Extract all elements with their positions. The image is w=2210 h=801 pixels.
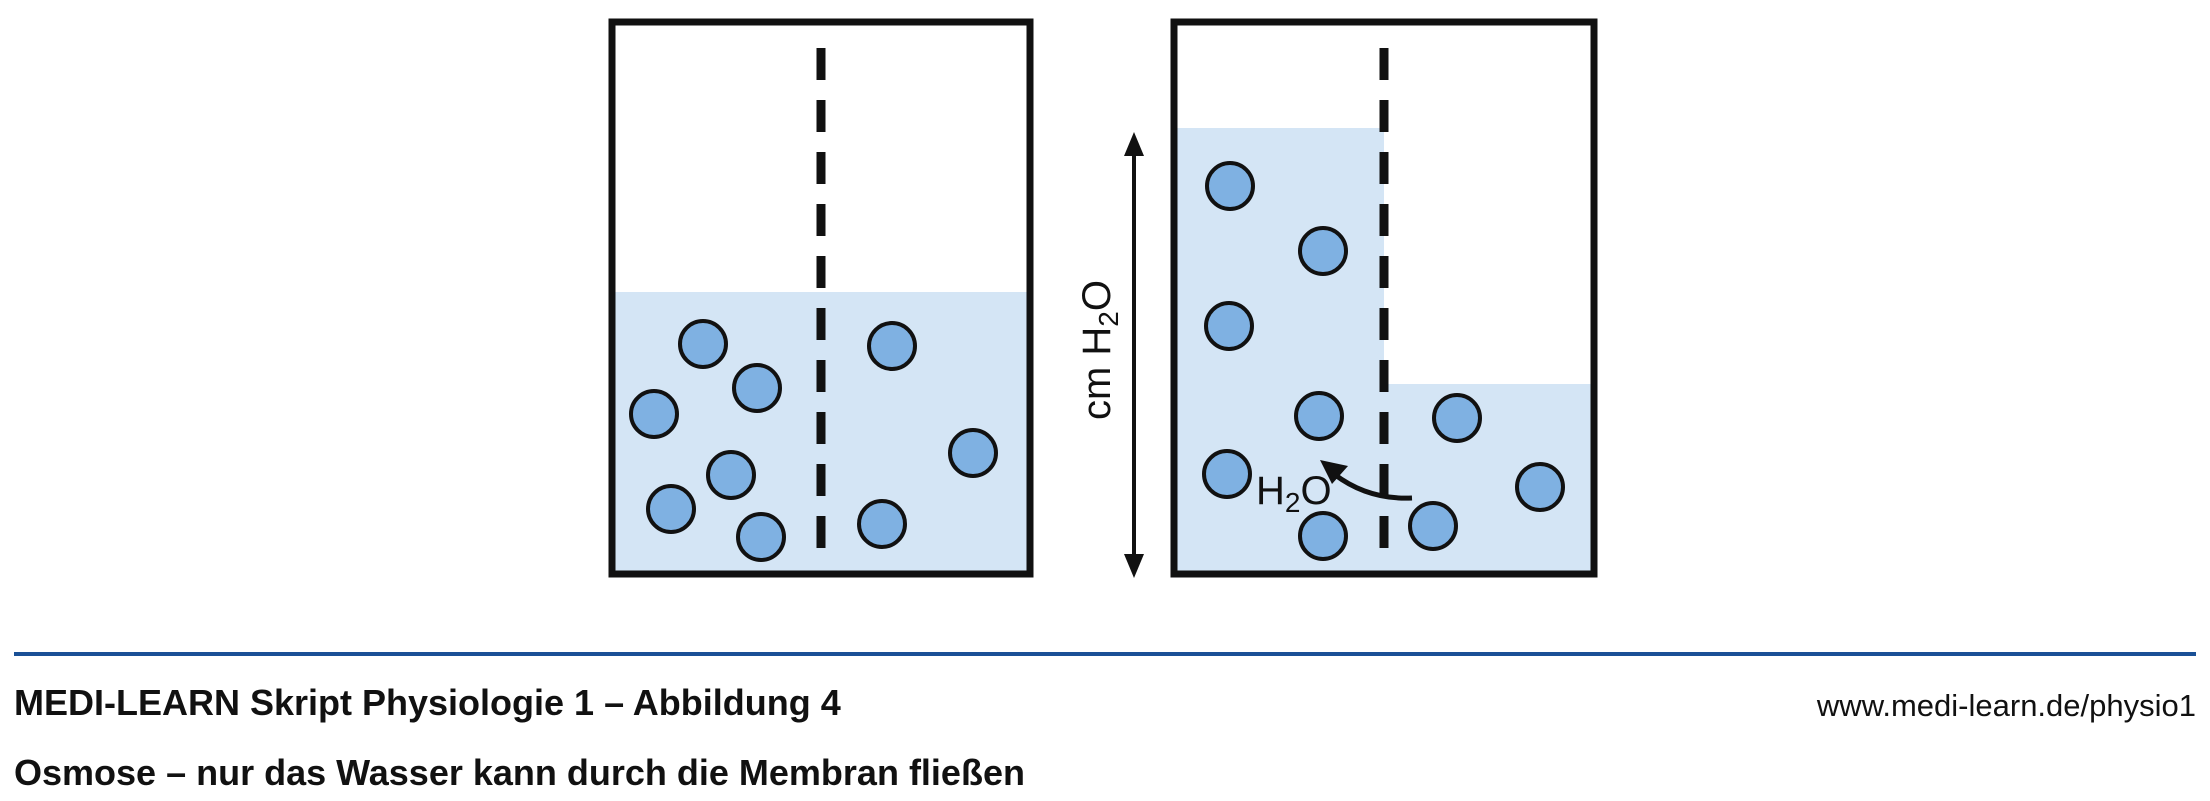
particle	[1515, 462, 1565, 512]
particle	[1432, 393, 1482, 443]
beaker-initial	[608, 18, 1034, 578]
caption-divider	[14, 652, 2196, 656]
particle	[646, 484, 696, 534]
water-flow-arrow-head	[1320, 460, 1348, 484]
particle	[1202, 449, 1252, 499]
water-flow-label: H2O	[1256, 469, 1332, 518]
particle	[1298, 511, 1348, 561]
particle	[678, 319, 728, 369]
water-flow-arrow	[1332, 472, 1413, 501]
particle	[857, 499, 907, 549]
particle	[1298, 226, 1348, 276]
particle	[1294, 391, 1344, 441]
height-axis-label: cm H2O	[1075, 280, 1124, 420]
beaker-equilibrium-outline	[1170, 18, 1598, 578]
height-arrow-head-top	[1124, 132, 1144, 156]
particle	[1204, 301, 1254, 351]
particle	[629, 389, 679, 439]
height-arrow-head-bottom	[1124, 554, 1144, 578]
source-url: www.medi-learn.de/physio1	[1816, 688, 2196, 723]
beaker-equilibrium: H2O	[1170, 18, 1598, 578]
water-left-compartment	[1176, 128, 1384, 572]
particle	[1408, 501, 1458, 551]
figure-subtitle: Osmose – nur das Wasser kann durch die M…	[14, 752, 1025, 793]
particles-equilibrium	[1202, 161, 1565, 561]
particle	[1205, 161, 1255, 211]
particle	[732, 363, 782, 413]
particle	[706, 450, 756, 500]
height-scale: cm H2O	[1075, 132, 1144, 578]
water-flow-indicator: H2O	[1256, 460, 1413, 518]
beaker-initial-outline	[608, 18, 1034, 578]
osmosis-diagram: cm H2O H2O	[608, 18, 1598, 578]
figure-title: MEDI-LEARN Skript Physiologie 1 – Abbild…	[14, 682, 841, 723]
particle	[867, 321, 917, 371]
particle	[948, 428, 998, 478]
particle	[736, 512, 786, 562]
particles-initial	[629, 319, 998, 562]
